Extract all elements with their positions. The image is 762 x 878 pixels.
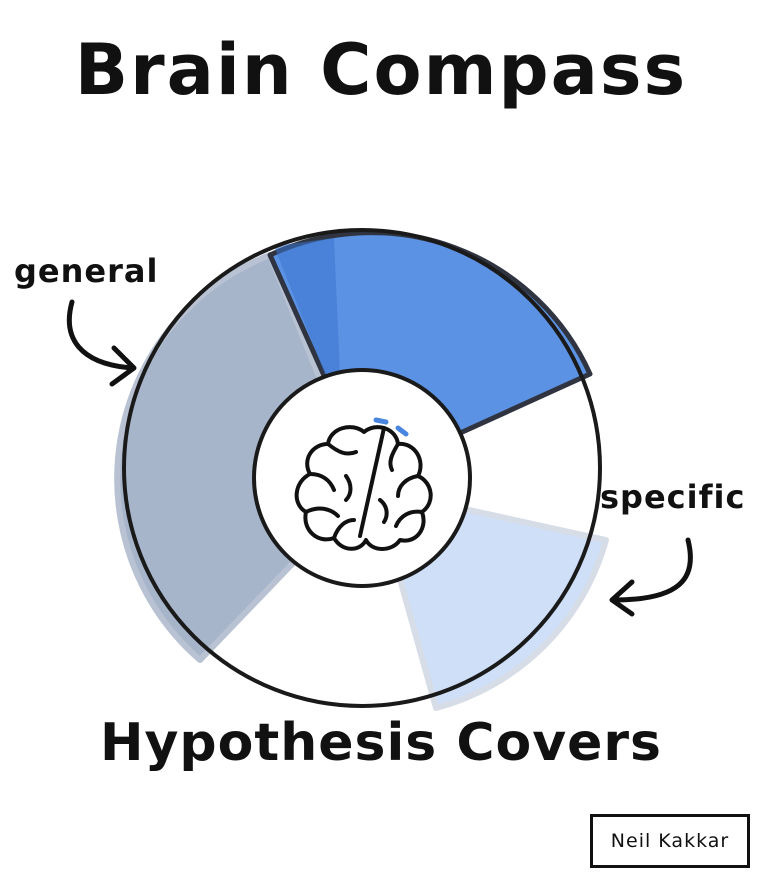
page-title: Brain Compass xyxy=(74,29,688,111)
author-signature: Neil Kakkar xyxy=(590,814,750,868)
outer-ring xyxy=(122,228,602,708)
segment-top-overlap xyxy=(274,238,340,382)
author-name: Neil Kakkar xyxy=(610,830,730,852)
label-specific: specific xyxy=(600,478,746,516)
needle-marks xyxy=(373,417,409,437)
brain-icon xyxy=(294,425,433,551)
curved-arrow-left-icon xyxy=(609,537,693,617)
label-general: general xyxy=(14,252,159,290)
diagram-caption: Hypothesis Covers xyxy=(100,713,662,773)
inner-ring xyxy=(252,368,472,588)
curved-arrow-right-icon xyxy=(66,299,137,387)
